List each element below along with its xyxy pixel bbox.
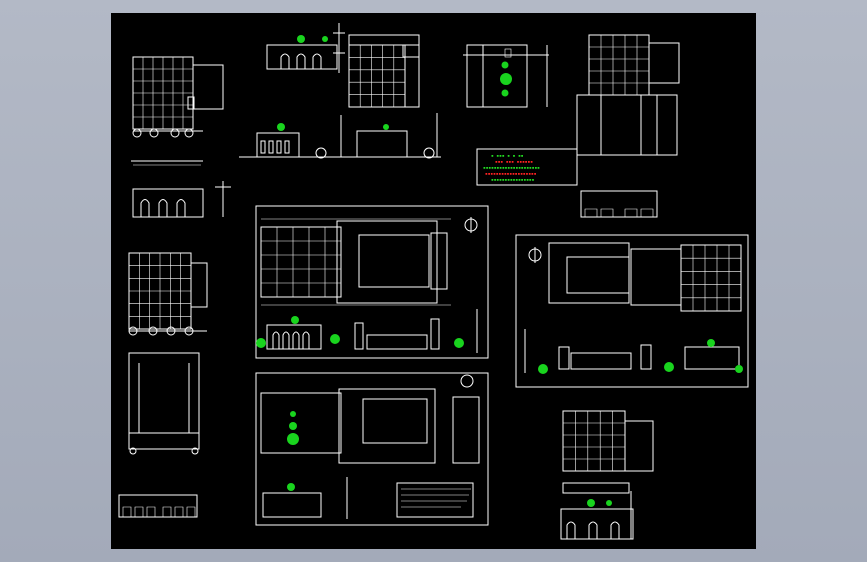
left-column-plan bbox=[128, 252, 208, 455]
lower-center-sheet bbox=[255, 372, 489, 526]
right-plan-sheet bbox=[515, 234, 749, 388]
top-mid-section bbox=[239, 113, 441, 159]
bottom-right-plan bbox=[560, 410, 654, 540]
svg-text:▪▪▪▪▪▪▪▪▪▪▪▪▪▪▪▪▪▪▪▪▪: ▪▪▪▪▪▪▪▪▪▪▪▪▪▪▪▪▪▪▪▪▪ bbox=[483, 166, 540, 171]
svg-text:▪ ▪▪▪ ▪ ▪ ▪▪: ▪ ▪▪▪ ▪ ▪ ▪▪ bbox=[491, 154, 524, 159]
svg-text:▪▪▪▪▪▪▪▪▪▪▪▪▪▪▪▪▪▪▪: ▪▪▪▪▪▪▪▪▪▪▪▪▪▪▪▪▪▪▪ bbox=[485, 172, 537, 177]
cad-model-space[interactable]: ▪ ▪▪▪ ▪ ▪ ▪▪ ▪▪▪ ▪▪▪ ▪▪▪▪▪▪ ▪▪▪▪▪▪▪▪▪▪▪▪… bbox=[111, 13, 756, 549]
drawing-svg: ▪ ▪▪▪ ▪ ▪ ▪▪ ▪▪▪ ▪▪▪ ▪▪▪▪▪▪ ▪▪▪▪▪▪▪▪▪▪▪▪… bbox=[118, 23, 749, 540]
top-left-elevation bbox=[131, 160, 231, 218]
top-center-elevation bbox=[266, 23, 345, 73]
svg-text:▪▪▪▪▪▪▪▪▪▪▪▪▪▪▪▪: ▪▪▪▪▪▪▪▪▪▪▪▪▪▪▪▪ bbox=[491, 178, 535, 183]
top-green-plan bbox=[463, 44, 549, 108]
top-right-plan bbox=[576, 34, 680, 218]
legend-box: ▪ ▪▪▪ ▪ ▪ ▪▪ ▪▪▪ ▪▪▪ ▪▪▪▪▪▪ ▪▪▪▪▪▪▪▪▪▪▪▪… bbox=[476, 148, 578, 186]
bottom-left-elevation bbox=[118, 494, 198, 518]
svg-text:▪▪▪ ▪▪▪ ▪▪▪▪▪▪: ▪▪▪ ▪▪▪ ▪▪▪▪▪▪ bbox=[495, 160, 533, 165]
center-plan-sheet bbox=[255, 205, 489, 359]
top-center-plan bbox=[348, 34, 420, 108]
